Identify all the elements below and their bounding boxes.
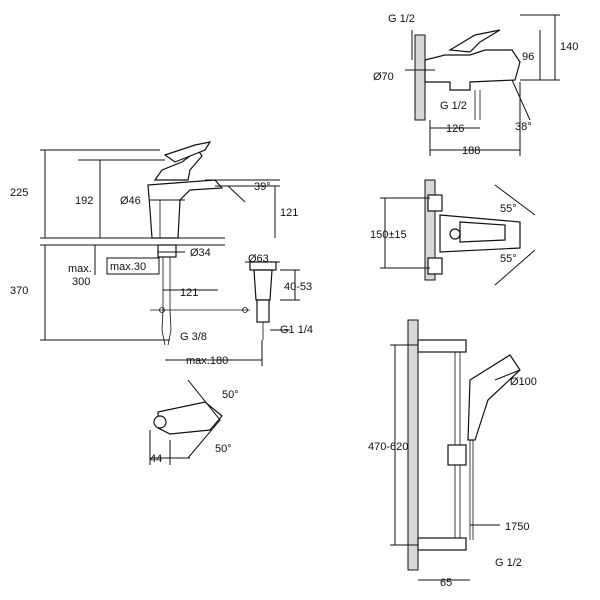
dim-50deg-top: 50° [222, 389, 239, 401]
bath-mixer-front-view: 150±15 55° 55° [370, 179, 536, 286]
dim-225: 225 [10, 187, 28, 199]
dim-bath-g12-top: G 1/2 [388, 13, 415, 25]
dim-370: 370 [10, 285, 28, 297]
basin-mixer-top-view: 44 50° 50° [149, 379, 239, 465]
dim-470-620: 470-620 [368, 441, 408, 453]
dim-121-horiz: 121 [180, 287, 198, 299]
dim-50deg-bottom: 50° [215, 443, 232, 455]
dim-96: 96 [522, 51, 534, 63]
dim-g114: G1 1/4 [280, 324, 313, 336]
dim-bath-g12-bottom: G 1/2 [440, 100, 467, 112]
dim-max-180: max.180 [186, 355, 228, 367]
dim-150-15: 150±15 [370, 229, 407, 241]
dim-max-300: 300 [72, 276, 90, 288]
bath-mixer-side-view: G 1/2 Ø70 G 1/2 140 96 126 188 38° [373, 13, 578, 157]
dim-192: 192 [75, 195, 93, 207]
dim-40-53: 40-53 [284, 281, 312, 293]
dim-g38: G 3/8 [180, 331, 207, 343]
dim-126: 126 [446, 123, 464, 135]
dim-d63: Ø63 [248, 253, 269, 265]
basin-mixer-side-view: 225 192 370 max. 300 max.30 Ø46 39° 121 … [10, 141, 313, 367]
dim-max-30: max.30 [110, 261, 146, 273]
dim-max-label: max. [68, 263, 92, 275]
dim-38deg: 38° [515, 121, 532, 133]
dim-188: 188 [462, 145, 480, 157]
dim-1750: 1750 [505, 521, 529, 533]
dim-d46: Ø46 [120, 195, 141, 207]
dim-39deg: 39° [254, 181, 271, 193]
dim-44: 44 [150, 453, 162, 465]
dim-shower-g12: G 1/2 [495, 557, 522, 569]
dim-140: 140 [560, 41, 578, 53]
dim-55deg-top: 55° [500, 203, 517, 215]
dim-d70: Ø70 [373, 71, 394, 83]
dim-55deg-bottom: 55° [500, 253, 517, 265]
dim-d34: Ø34 [190, 247, 211, 259]
dim-65: 65 [440, 577, 452, 589]
shower-rail: 470-620 Ø100 1750 65 G 1/2 [368, 319, 537, 589]
dim-d100: Ø100 [510, 376, 537, 388]
dim-121-vert: 121 [280, 207, 298, 219]
